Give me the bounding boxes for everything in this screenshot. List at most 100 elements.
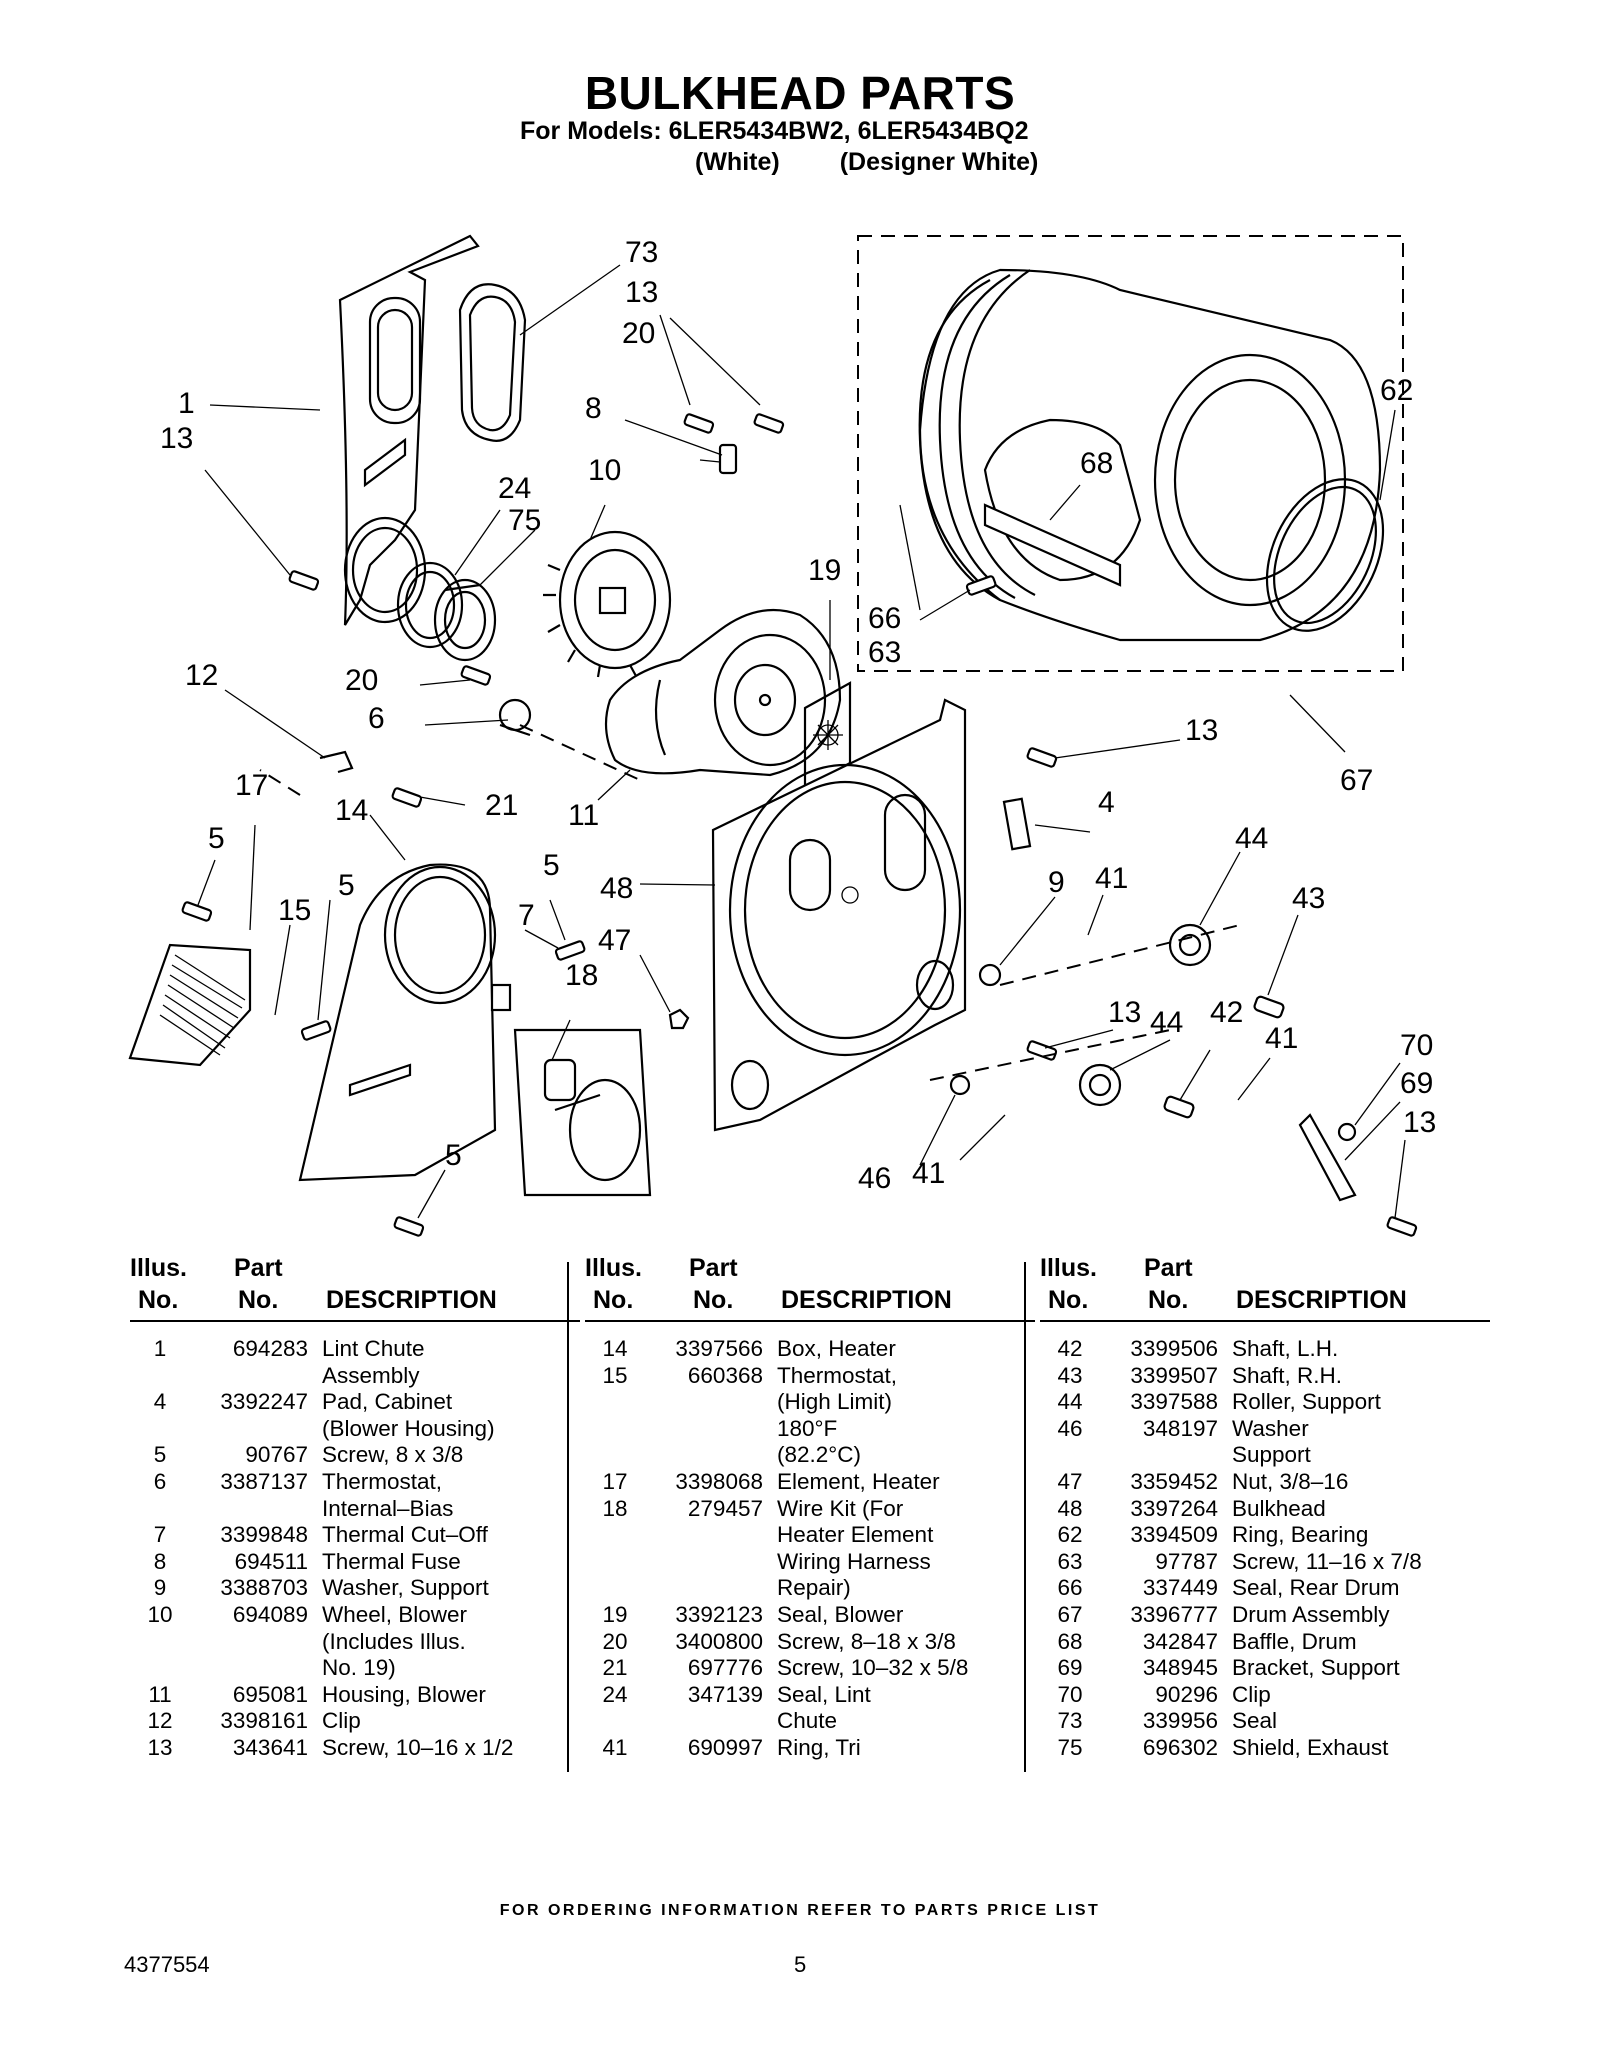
clip-12 xyxy=(319,750,354,774)
part-number: 3396777 xyxy=(1130,1601,1218,1627)
illus-number: 47 xyxy=(1057,1468,1083,1494)
wire-kit xyxy=(513,1028,652,1197)
support-rollers xyxy=(949,923,1357,1202)
callout-73: 73 xyxy=(625,236,658,269)
part-number: 3394509 xyxy=(1130,1522,1218,1548)
part-number: 694511 xyxy=(234,1548,308,1574)
part-number: 339956 xyxy=(1142,1708,1218,1734)
description-line: (82.2°C) xyxy=(777,1442,862,1468)
callout-41: 41 xyxy=(1095,862,1128,895)
callout-44: 44 xyxy=(1235,822,1268,855)
callout-17: 17 xyxy=(235,769,268,802)
part-description: Screw, 11–16 x 7/8 xyxy=(1218,1549,1490,1576)
description-line: No. 19) xyxy=(322,1655,396,1681)
part-description: Seal, Blower xyxy=(763,1602,1035,1629)
part-number: 348945 xyxy=(1142,1655,1218,1681)
blower-wheel xyxy=(543,530,672,678)
description-line: Seal, Blower xyxy=(777,1601,904,1627)
part-number: 694089 xyxy=(232,1601,308,1627)
part-number: 343641 xyxy=(232,1734,308,1760)
header-illus-no: No. xyxy=(593,1286,634,1314)
callout-75: 75 xyxy=(508,504,541,537)
header-part: Part xyxy=(1144,1254,1193,1282)
illus-number: 41 xyxy=(602,1734,628,1760)
illus-number: 66 xyxy=(1057,1575,1083,1601)
part-number: 3359452 xyxy=(1130,1468,1218,1494)
part-description: Box, Heater xyxy=(763,1336,1035,1363)
part-number: 3392123 xyxy=(675,1601,763,1627)
part-description: Housing, Blower xyxy=(308,1682,580,1709)
callout-63: 63 xyxy=(868,636,901,669)
description-line: Bracket, Support xyxy=(1232,1655,1400,1681)
illus-number: 70 xyxy=(1057,1681,1083,1707)
header-illus-no: No. xyxy=(138,1286,179,1314)
part-description: Thermostat,Internal–Bias xyxy=(308,1469,580,1522)
description-line: Thermal Fuse xyxy=(322,1548,461,1574)
part-description: Clip xyxy=(1218,1682,1490,1709)
illus-number: 73 xyxy=(1057,1708,1083,1734)
part-description: Ring, Bearing xyxy=(1218,1522,1490,1549)
part-number: 3397588 xyxy=(1130,1389,1218,1415)
illus-number: 63 xyxy=(1057,1548,1083,1574)
description-line: Screw, 10–16 x 1/2 xyxy=(322,1734,514,1760)
description-line: Pad, Cabinet xyxy=(322,1389,453,1415)
heater-box xyxy=(298,863,497,1182)
illus-number: 75 xyxy=(1057,1734,1083,1760)
description-line: 180°F xyxy=(777,1415,838,1441)
description-line: Clip xyxy=(322,1708,361,1734)
callout-8: 8 xyxy=(585,392,602,425)
illus-number: 7 xyxy=(153,1522,167,1548)
callout-67: 67 xyxy=(1340,764,1373,797)
part-number: 696302 xyxy=(1142,1734,1218,1760)
header-part-no: No. xyxy=(1148,1286,1189,1314)
description-line: (Includes Illus. xyxy=(322,1628,466,1654)
callout-48: 48 xyxy=(600,872,633,905)
callout-14: 14 xyxy=(335,794,368,827)
description-line: Ring, Bearing xyxy=(1232,1522,1369,1548)
callout-42: 42 xyxy=(1210,996,1243,1029)
part-description: Thermostat,(High Limit)180°F(82.2°C) xyxy=(763,1363,1035,1469)
description-line: Element, Heater xyxy=(777,1468,940,1494)
callout-1: 1 xyxy=(178,387,195,420)
header-description: DESCRIPTION xyxy=(1236,1286,1407,1314)
callout-13: 13 xyxy=(625,276,658,309)
callout-19: 19 xyxy=(808,554,841,587)
page-title: BULKHEAD PARTS xyxy=(584,67,1016,119)
callout-41: 41 xyxy=(1265,1022,1298,1055)
illus-number: 13 xyxy=(147,1734,173,1760)
description-line: Screw, 8 x 3/8 xyxy=(322,1442,464,1468)
callout-18: 18 xyxy=(565,959,598,992)
description-line: Seal, Rear Drum xyxy=(1232,1575,1400,1601)
callout-11: 11 xyxy=(568,799,599,832)
table-header: Illus. No. Part No. DESCRIPTION xyxy=(130,1250,580,1322)
callout-7: 7 xyxy=(518,899,535,932)
illus-number: 67 xyxy=(1057,1601,1083,1627)
drum-assembly xyxy=(857,235,1404,672)
illus-number: 48 xyxy=(1057,1495,1083,1521)
description-line: Screw, 8–18 x 3/8 xyxy=(777,1628,956,1654)
part-description: Thermal Cut–Off xyxy=(308,1522,580,1549)
callout-44: 44 xyxy=(1150,1006,1183,1039)
description-line: Shield, Exhaust xyxy=(1232,1734,1389,1760)
part-description: Screw, 8–18 x 3/8 xyxy=(763,1629,1035,1656)
part-description: Shield, Exhaust xyxy=(1218,1735,1490,1762)
